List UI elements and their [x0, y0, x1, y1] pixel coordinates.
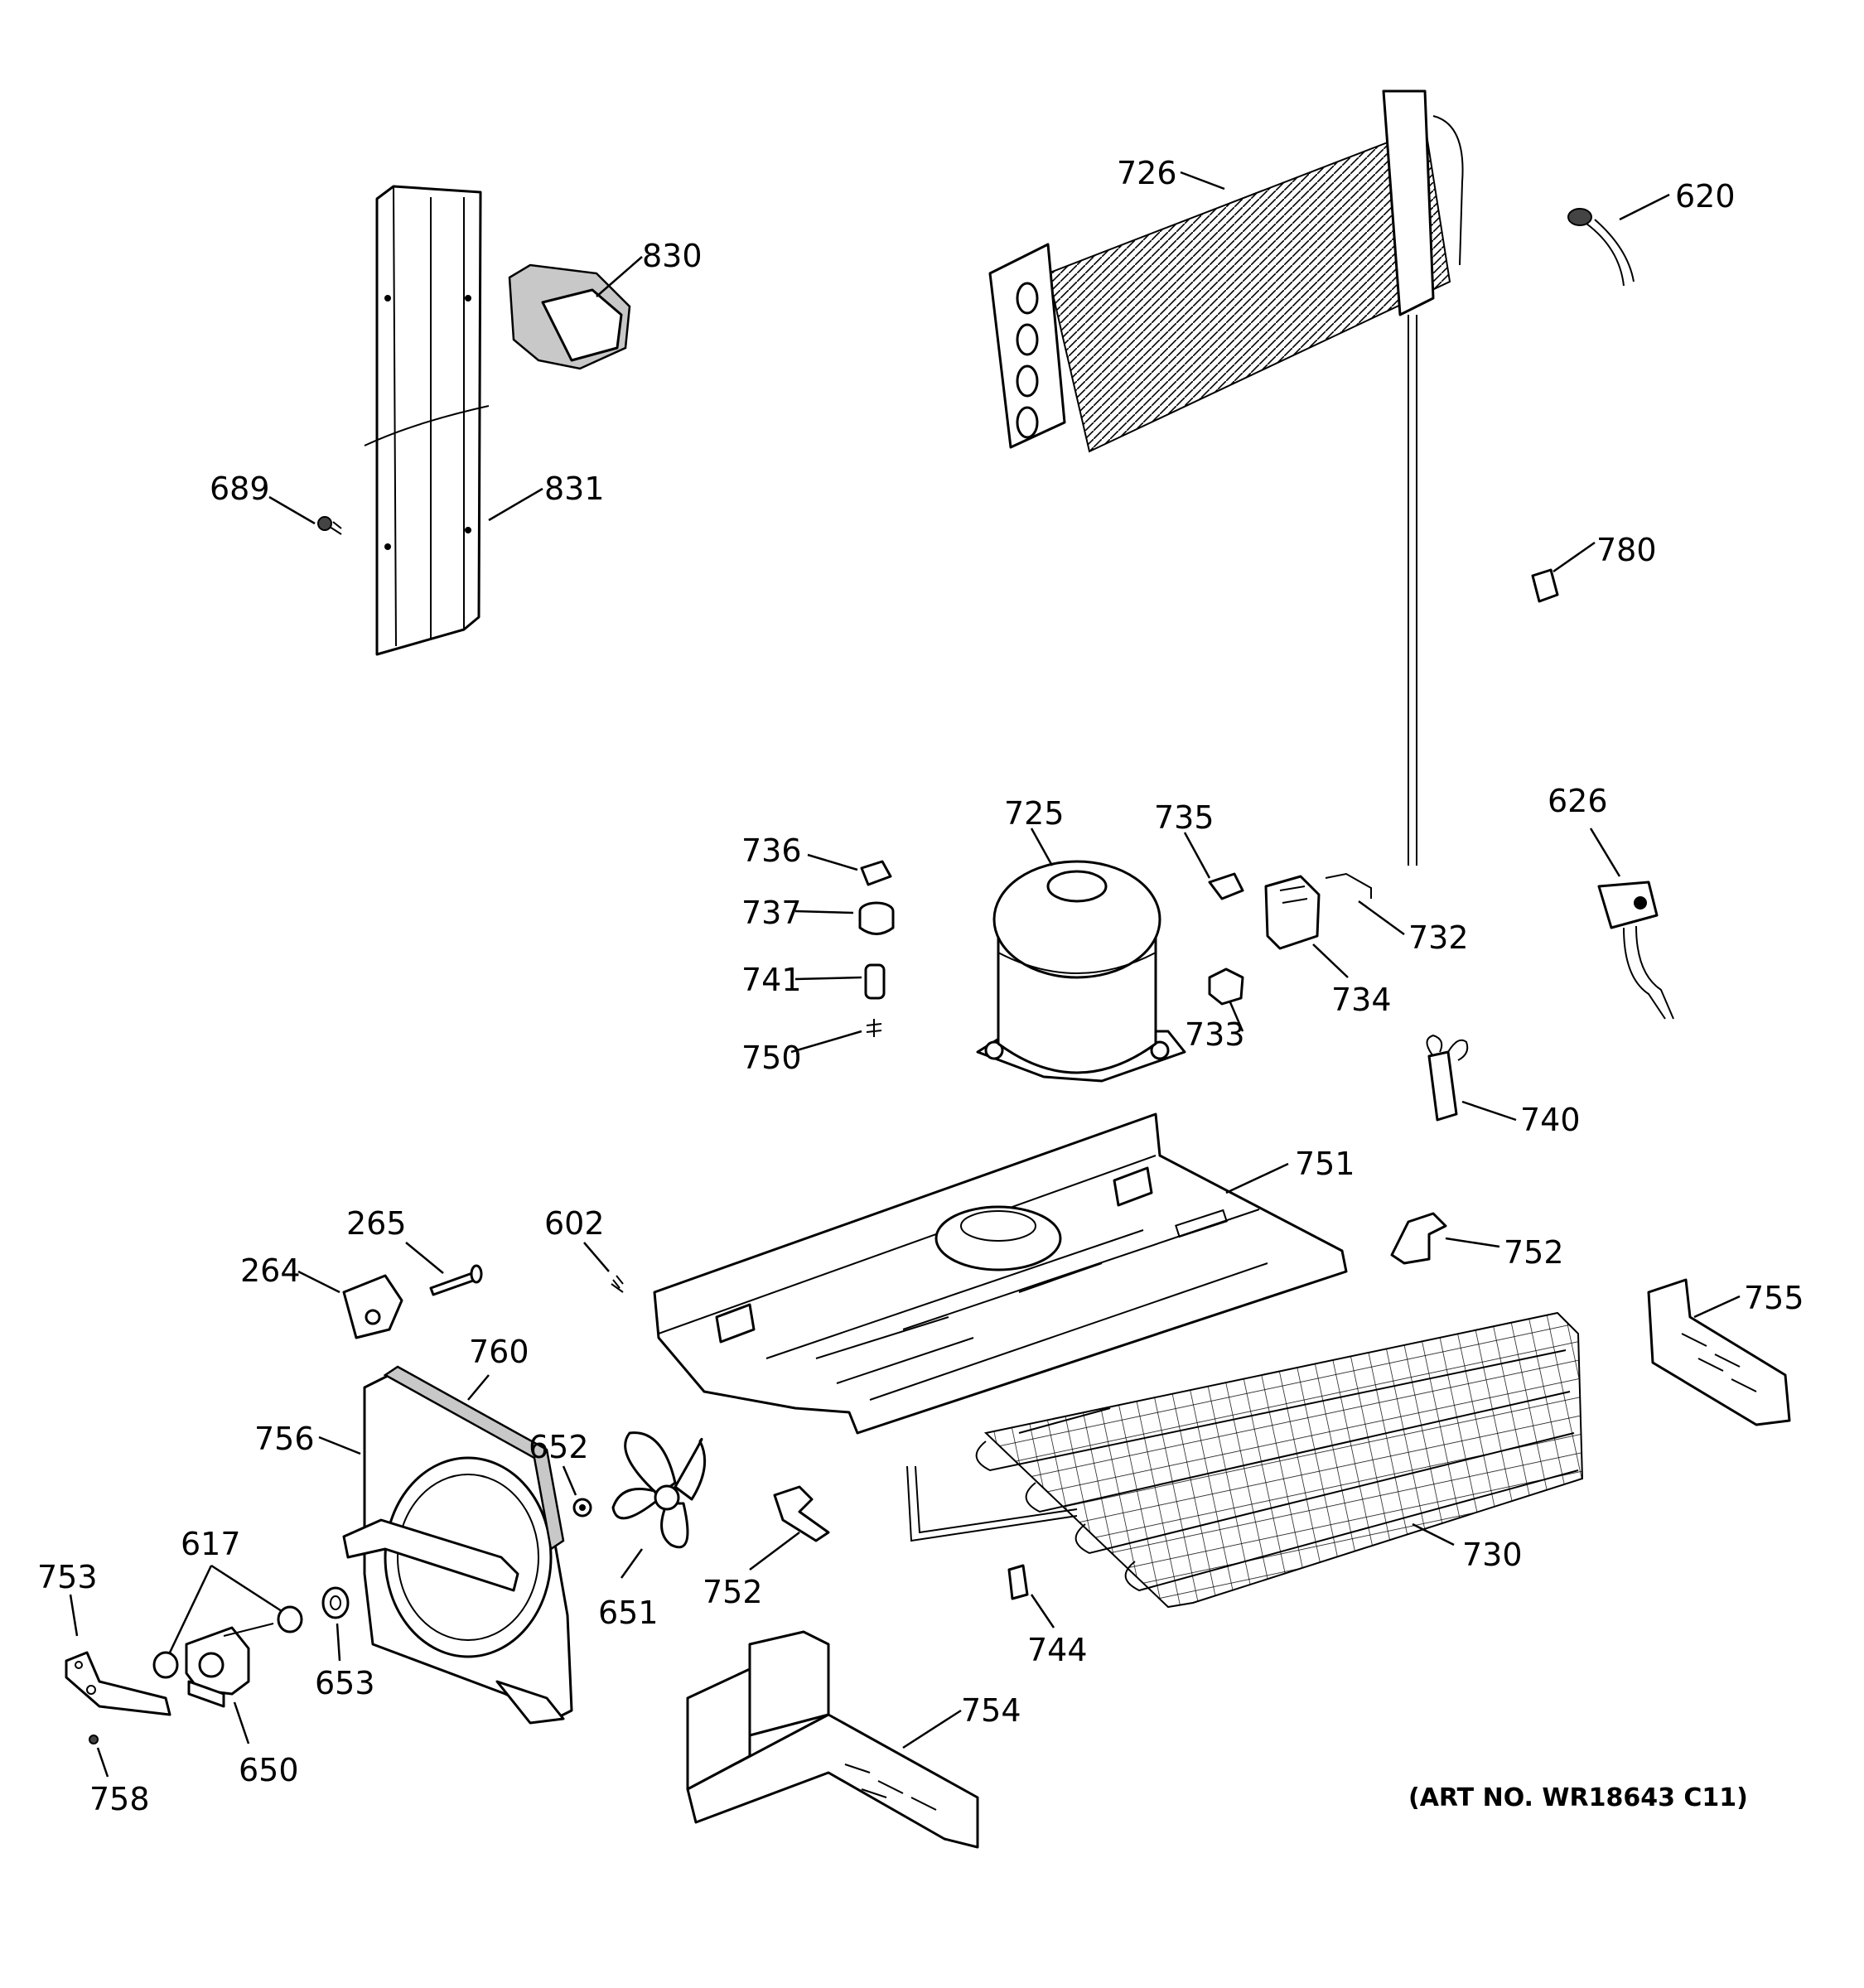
- part-265-bolt: [429, 1264, 483, 1296]
- part-751-base: [653, 1112, 1348, 1435]
- label-755: 755: [1744, 1280, 1804, 1316]
- part-752-bracket-lower: [773, 1485, 830, 1542]
- label-726: 726: [1117, 155, 1177, 191]
- part-736-grommet: [860, 860, 892, 886]
- part-730-evaporator: [906, 1311, 1584, 1609]
- label-620: 620: [1675, 178, 1736, 215]
- label-736: 736: [741, 832, 802, 869]
- label-651: 651: [598, 1595, 659, 1631]
- part-744-clip: [1007, 1564, 1029, 1600]
- part-780-clip: [1531, 568, 1559, 603]
- part-740-capacitor: [1426, 1034, 1469, 1122]
- label-265: 265: [346, 1205, 407, 1242]
- label-264: 264: [240, 1252, 301, 1289]
- label-756: 756: [254, 1421, 315, 1457]
- part-653-grommet: [321, 1586, 350, 1619]
- label-750: 750: [741, 1040, 802, 1076]
- part-726-condenser: [988, 89, 1464, 866]
- label-752-upper: 752: [1504, 1234, 1564, 1271]
- part-831-channel: [364, 185, 490, 656]
- label-780: 780: [1596, 532, 1657, 568]
- label-740: 740: [1520, 1102, 1581, 1138]
- label-752-lower: 752: [703, 1574, 763, 1610]
- label-830: 830: [642, 238, 703, 274]
- leader-lines: [69, 171, 1741, 1778]
- label-744: 744: [1027, 1632, 1088, 1668]
- label-689: 689: [210, 470, 270, 507]
- label-753: 753: [37, 1559, 98, 1595]
- label-735: 735: [1154, 799, 1214, 836]
- part-758-screw: [89, 1735, 99, 1744]
- label-730: 730: [1462, 1537, 1523, 1573]
- label-650: 650: [239, 1752, 299, 1788]
- part-651-fan-blade: [611, 1431, 707, 1549]
- part-737-grommet: [858, 901, 895, 935]
- label-741: 741: [741, 962, 802, 998]
- label-758: 758: [89, 1781, 150, 1817]
- part-735-cover: [1208, 872, 1244, 900]
- part-620-cord: [1567, 208, 1635, 287]
- label-653: 653: [315, 1665, 375, 1701]
- part-753-bracket: [65, 1651, 171, 1716]
- part-689-screw: [317, 516, 342, 535]
- label-751: 751: [1295, 1146, 1355, 1182]
- label-617: 617: [181, 1526, 241, 1562]
- part-760-gasket: [383, 1365, 565, 1551]
- label-734: 734: [1331, 982, 1392, 1018]
- label-831: 831: [544, 470, 605, 507]
- part-752-bracket-upper: [1390, 1212, 1447, 1265]
- part-626-power-cord: [1597, 881, 1674, 1020]
- label-754: 754: [961, 1692, 1021, 1729]
- label-732: 732: [1408, 919, 1469, 956]
- label-760: 760: [469, 1334, 529, 1370]
- label-626: 626: [1548, 783, 1608, 819]
- part-754-duct: [686, 1630, 979, 1849]
- part-602-screw: [611, 1275, 624, 1293]
- part-750-screw: [866, 1019, 882, 1037]
- part-741-sleeve: [864, 963, 886, 1000]
- label-733: 733: [1185, 1016, 1245, 1053]
- part-650-fan-motor: [185, 1623, 274, 1708]
- art-number: (ART NO. WR18643 C11): [1408, 1783, 1748, 1812]
- label-652: 652: [529, 1429, 589, 1465]
- part-264-bushing: [342, 1274, 403, 1339]
- part-830-bracket: [508, 263, 631, 370]
- part-755-bracket: [1647, 1278, 1791, 1426]
- part-756-shroud: [342, 1373, 573, 1725]
- label-737: 737: [741, 895, 802, 931]
- part-652-nut: [572, 1498, 592, 1518]
- part-732-clip: [1325, 872, 1372, 899]
- part-725-compressor: [976, 860, 1186, 1083]
- part-617-grommet: [152, 1605, 303, 1679]
- label-725: 725: [1004, 795, 1065, 832]
- part-734-relay: [1264, 875, 1321, 950]
- label-602: 602: [544, 1205, 605, 1242]
- part-733-overload: [1208, 967, 1244, 1006]
